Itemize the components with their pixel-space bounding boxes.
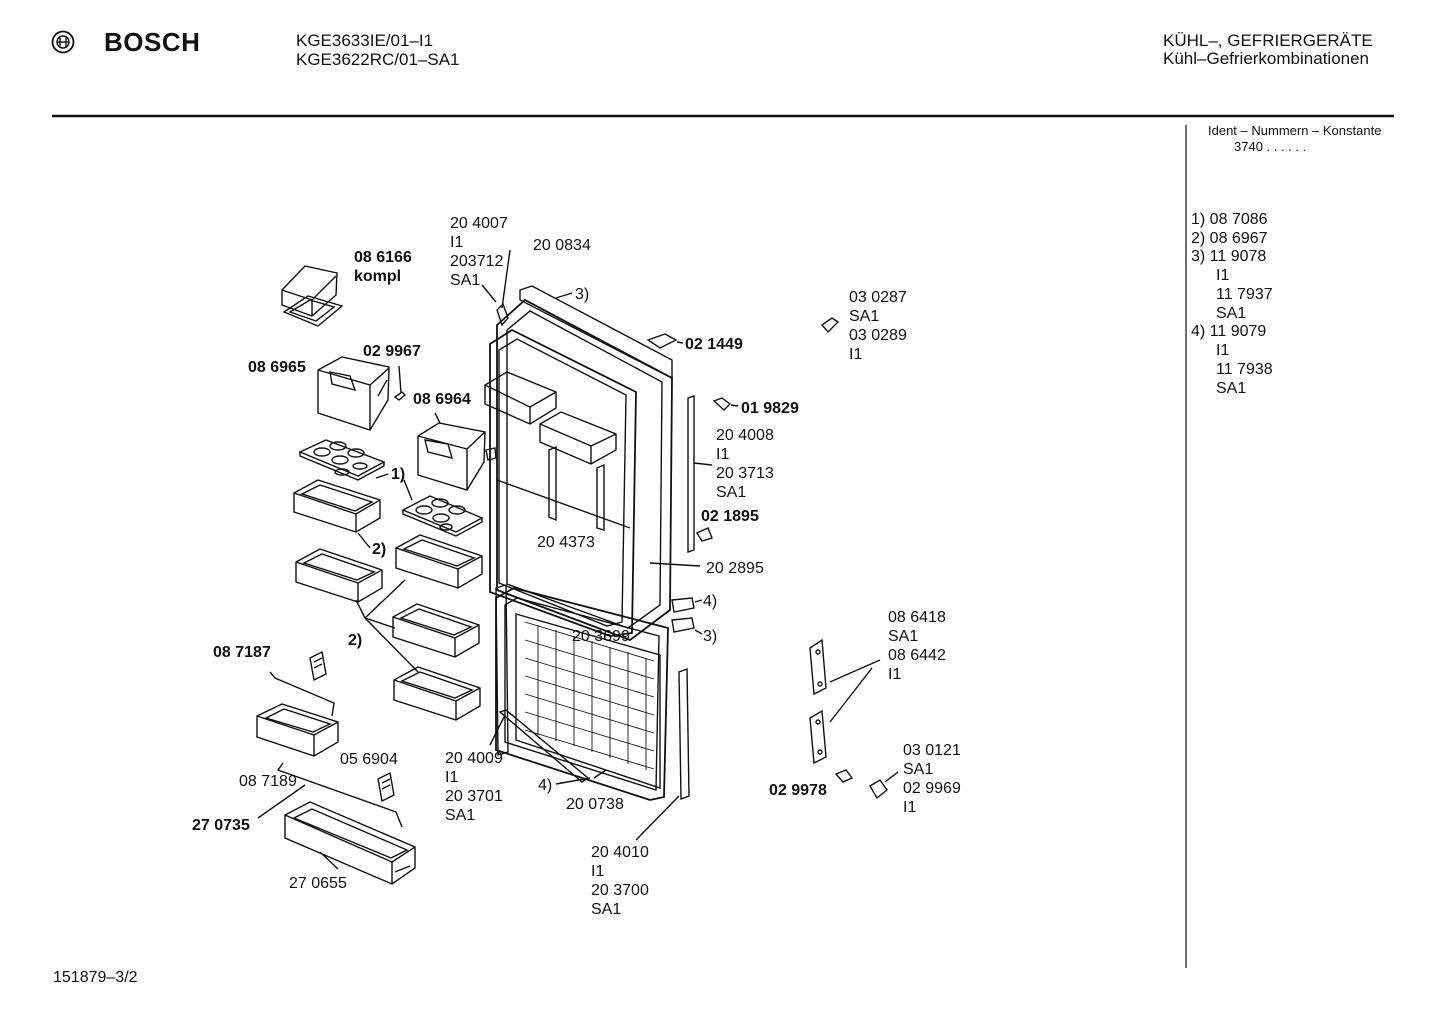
screw-019829 [712, 397, 732, 411]
note-4-alt: 11 7938 [1216, 361, 1273, 378]
note-4-sa1: SA1 [1216, 380, 1247, 397]
part-label-270655: 27 0655 [289, 875, 347, 892]
hinge-cap-021449 [646, 333, 678, 349]
door-bin-1 [293, 479, 381, 533]
category-title: KÜHL–, GEFRIERGERÄTE [1163, 31, 1373, 50]
freezer-side-strip-right [678, 667, 690, 801]
ref-3-bottom: 3) [703, 628, 718, 645]
part-label-200738: 20 0738 [566, 796, 624, 813]
plug-021895 [695, 527, 713, 542]
door-bin-4 [392, 603, 480, 658]
bearing-030287 [820, 317, 840, 334]
note-3: 3) 11 9078 [1191, 248, 1267, 265]
ref-1: 1) [391, 466, 406, 483]
part-label-021449: 02 1449 [685, 336, 743, 353]
rail-rod [269, 671, 335, 717]
hinge-plate-upper [809, 638, 827, 696]
note-3-alt: 11 7937 [1216, 286, 1273, 303]
egg-compartment-cover [317, 356, 390, 431]
part-label-202895: 20 2895 [706, 560, 764, 577]
ident-title: Ident – Nummern – Konstante [1208, 123, 1382, 138]
part-label-087187: 08 7187 [213, 644, 271, 661]
note-3-sa1: SA1 [1216, 305, 1247, 322]
part-label-270735: 27 0735 [192, 817, 250, 834]
part-label-056904: 05 6904 [340, 751, 398, 768]
bottle-bin-270655 [284, 801, 416, 885]
door-bin-2 [295, 548, 383, 603]
note-3-i1: I1 [1216, 267, 1230, 284]
ref-4-right: 4) [703, 593, 718, 610]
egg-tray-2 [401, 495, 484, 537]
freezer-side-strip-left [495, 584, 509, 756]
part-label-203699: 20 3699 [572, 628, 630, 645]
egg-compartment-cover-2 [417, 422, 497, 491]
part-label-087189: 08 7189 [239, 773, 297, 790]
part-label-019829: 01 9829 [741, 400, 799, 417]
shelf-lid-part [281, 265, 344, 327]
ref-3-top: 3) [575, 286, 590, 303]
door-seal-strip-top [519, 285, 673, 380]
note-1: 1) 08 7086 [1191, 211, 1268, 228]
fridge-door-upper [484, 298, 673, 642]
note-2: 2) 08 6967 [1191, 230, 1268, 247]
note-4-i1: I1 [1216, 342, 1230, 359]
category-subtitle: Kühl–Gefrierkombinationen [1163, 49, 1370, 68]
model-number-1: KGE3633IE/01–I1 [296, 31, 434, 50]
bottle-bin-087189 [256, 703, 339, 757]
egg-tray-1 [298, 439, 386, 481]
brand-name: BOSCH [104, 27, 201, 57]
ref-2-lower: 2) [348, 632, 363, 649]
door-bin-3 [395, 534, 483, 589]
part-label-021895: 02 1895 [701, 508, 759, 525]
screw-029967 [393, 391, 407, 401]
ident-value: 3740 . . . . . . [1234, 139, 1307, 154]
ref-4-bottom: 4) [538, 777, 553, 794]
freezer-bottom-strip [498, 709, 590, 783]
part-label-200834: 20 0834 [533, 237, 591, 254]
part-label-029967: 02 9967 [363, 343, 421, 360]
door-bin-5 [393, 666, 481, 721]
document-number: 151879–3/2 [53, 969, 138, 986]
part-label-086964: 08 6964 [413, 391, 471, 408]
bosch-logo-icon [51, 30, 75, 54]
clip-087187 [309, 650, 327, 682]
door-side-strip [687, 395, 695, 553]
freezer-door-lower [495, 587, 669, 801]
part-label-204373: 20 4373 [537, 534, 595, 551]
part-label-029978: 02 9978 [769, 782, 827, 799]
rail-rod-2 [276, 762, 403, 828]
ref-2-upper: 2) [372, 541, 387, 558]
hinge-plate-lower [809, 709, 827, 765]
model-number-2: KGE3622RC/01–SA1 [296, 50, 460, 69]
note-4: 4) 11 9079 [1191, 323, 1267, 340]
part-label-086965: 08 6965 [248, 359, 306, 376]
screw-029978 [834, 769, 854, 783]
cap-029969 [869, 779, 888, 800]
clip-056904 [377, 771, 395, 803]
